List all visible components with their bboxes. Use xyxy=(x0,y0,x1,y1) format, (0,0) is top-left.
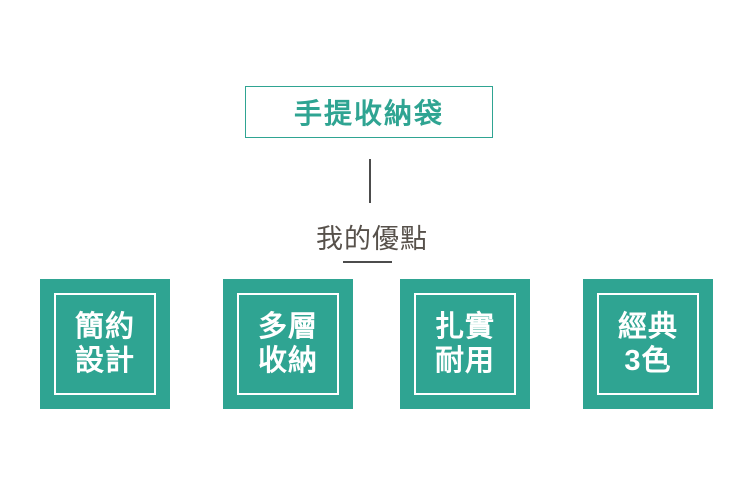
feature-box-simple-design: 簡約 設計 xyxy=(40,279,170,409)
feature-line-2: 設計 xyxy=(74,345,135,377)
subtitle-text: 我的優點 xyxy=(316,224,428,254)
feature-inner-frame: 經典 3色 xyxy=(597,293,699,395)
feature-line-1: 扎實 xyxy=(434,311,495,343)
title-box: 手提收納袋 xyxy=(245,86,493,138)
feature-box-multi-layer-storage: 多層 收納 xyxy=(223,279,353,409)
feature-line-1: 簡約 xyxy=(74,311,135,343)
feature-box-classic-3-colors: 經典 3色 xyxy=(583,279,713,409)
feature-box-solid-durable: 扎實 耐用 xyxy=(400,279,530,409)
subtitle-underline xyxy=(343,261,392,263)
feature-line-2: 收納 xyxy=(257,345,318,377)
feature-line-1: 經典 xyxy=(617,311,678,343)
feature-line-2: 耐用 xyxy=(434,345,495,377)
title-text: 手提收納袋 xyxy=(293,98,444,129)
feature-line-2: 3色 xyxy=(624,345,672,377)
feature-inner-frame: 多層 收納 xyxy=(237,293,339,395)
vertical-connector-line xyxy=(369,159,371,203)
feature-line-1: 多層 xyxy=(257,311,318,343)
feature-inner-frame: 扎實 耐用 xyxy=(414,293,516,395)
feature-inner-frame: 簡約 設計 xyxy=(54,293,156,395)
